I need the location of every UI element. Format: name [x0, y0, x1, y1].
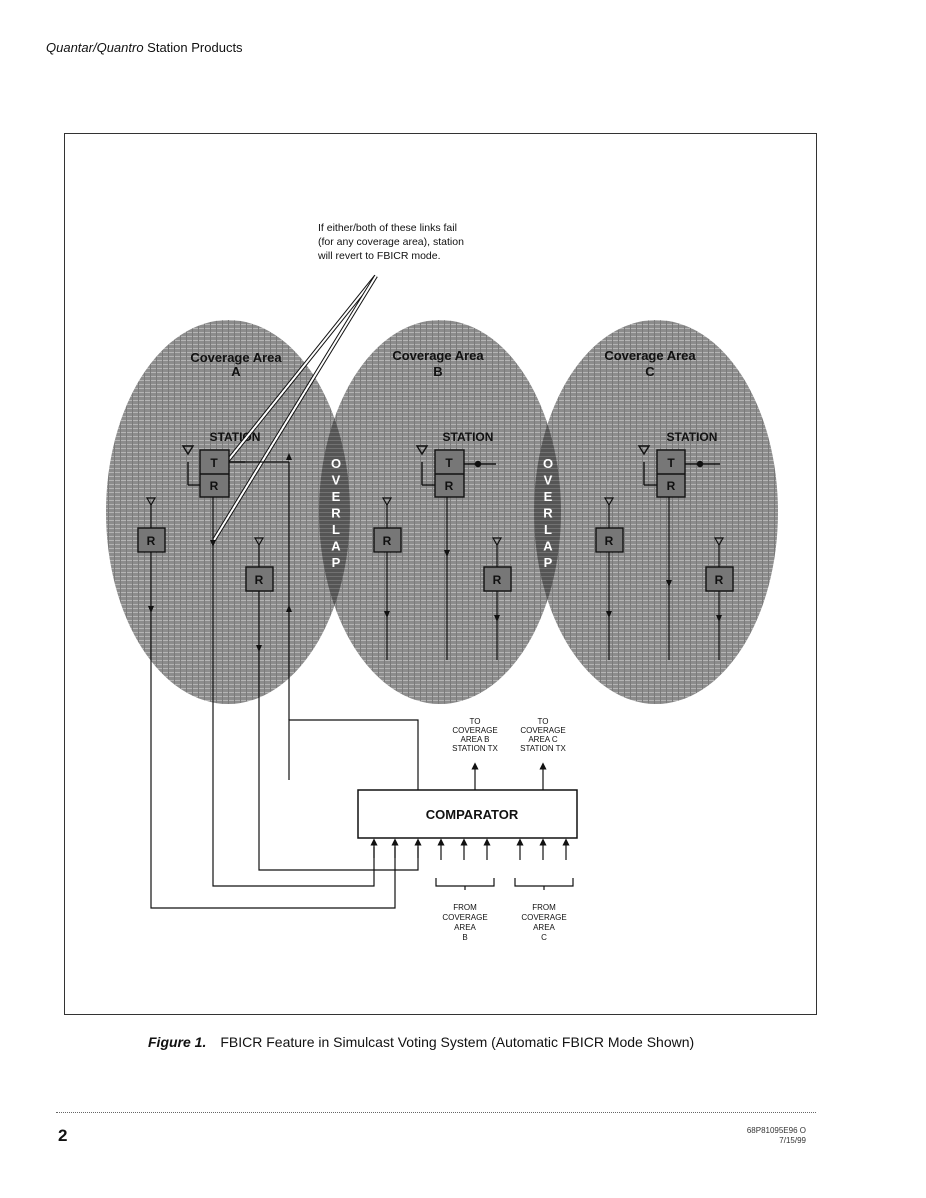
header-section: Station Products: [143, 40, 243, 55]
callout-arrows: [212, 274, 378, 542]
page-number: 2: [58, 1126, 68, 1145]
overlap-letter: P: [332, 555, 341, 570]
from-label-line: AREA: [454, 923, 476, 932]
from-label-line: COVERAGE: [442, 913, 487, 922]
header-brand: Quantar/Quantro: [46, 40, 144, 55]
station-c-label: STATION: [667, 430, 718, 444]
to-label-line: STATION TX: [520, 744, 566, 753]
from-label-line: FROM: [453, 903, 477, 912]
from-label-line: FROM: [532, 903, 556, 912]
overlap-letter: R: [543, 506, 553, 521]
to-label-line: STATION TX: [452, 744, 498, 753]
comparator-outputs: [471, 762, 547, 790]
receiver-b2-label: R: [493, 573, 502, 587]
area-b-letter: B: [433, 364, 442, 379]
coverage-area-c: [534, 320, 778, 704]
overlap-letter: A: [331, 539, 341, 554]
comparator-inputs: [370, 838, 570, 860]
to-label-line: AREA B: [461, 735, 490, 744]
area-c-letter: C: [645, 364, 655, 379]
from-label-line: COVERAGE: [521, 913, 566, 922]
to-label-line: TO: [538, 717, 549, 726]
receiver-c1-label: R: [605, 534, 614, 548]
area-a-letter: A: [231, 364, 241, 379]
overlap-letter: P: [544, 555, 553, 570]
figure-frame: [64, 133, 817, 1015]
overlap-letter: E: [544, 489, 553, 504]
receiver-a2-label: R: [255, 573, 264, 587]
note-line-3: will revert to FBICR mode.: [317, 250, 441, 262]
overlap-letter: O: [331, 456, 341, 471]
figure-caption: Figure 1. FBICR Feature in Simulcast Voti…: [148, 1034, 694, 1050]
note-line-2: (for any coverage area), station: [318, 236, 464, 248]
overlap-letter: L: [332, 522, 340, 537]
running-header: Quantar/Quantro Station Products: [46, 40, 243, 55]
station-a-tx: T: [210, 456, 218, 470]
comparator-box: [357, 789, 578, 839]
figure-number: Figure 1.: [148, 1034, 207, 1050]
from-brackets: [435, 878, 574, 890]
overlap-letter: V: [544, 473, 553, 488]
station-b-rx: R: [445, 479, 454, 493]
from-label-line: B: [462, 933, 467, 942]
receiver-a1-label: R: [147, 534, 156, 548]
area-b-title: Coverage Area: [392, 348, 484, 363]
overlap-letter: A: [543, 539, 553, 554]
receiver-c2-label: R: [715, 573, 724, 587]
station-a-rx: R: [210, 479, 219, 493]
from-label-line: C: [541, 933, 547, 942]
overlap-letter: L: [544, 522, 552, 537]
to-label-line: COVERAGE: [452, 726, 497, 735]
overlap-letter: V: [332, 473, 341, 488]
area-bc-links: [386, 497, 720, 660]
station-b-label: STATION: [443, 430, 494, 444]
overlap-letter: O: [543, 456, 553, 471]
station-c-rx: R: [667, 479, 676, 493]
station-c: [637, 445, 720, 498]
overlap-letter: R: [331, 506, 341, 521]
figure-caption-text: FBICR Feature in Simulcast Voting System…: [220, 1034, 695, 1050]
from-label-line: AREA: [533, 923, 555, 932]
area-a-title: Coverage Area: [190, 350, 282, 365]
station-b: [415, 445, 496, 498]
link-arrowheads: [148, 453, 722, 652]
area-a-links: [150, 461, 419, 909]
document-date: 7/15/99: [779, 1136, 806, 1145]
note-line-1: If either/both of these links fail: [318, 222, 457, 234]
to-label-line: TO: [470, 717, 481, 726]
station-b-tx: T: [445, 456, 453, 470]
comparator-label: COMPARATOR: [426, 807, 519, 822]
receiver-b1-label: R: [383, 534, 392, 548]
receiver-antennas: [145, 497, 725, 567]
footer-divider: [56, 1112, 816, 1113]
overlap-letter: E: [332, 489, 341, 504]
station-c-tx: T: [667, 456, 675, 470]
document-number: 68P81095E96 O: [746, 1126, 806, 1135]
document-id: 68P81095E96 O 7/15/99: [747, 1126, 806, 1146]
to-label-line: COVERAGE: [520, 726, 565, 735]
area-c-title: Coverage Area: [604, 348, 696, 363]
coverage-area-b: [319, 320, 561, 704]
to-label-line: AREA C: [528, 735, 558, 744]
